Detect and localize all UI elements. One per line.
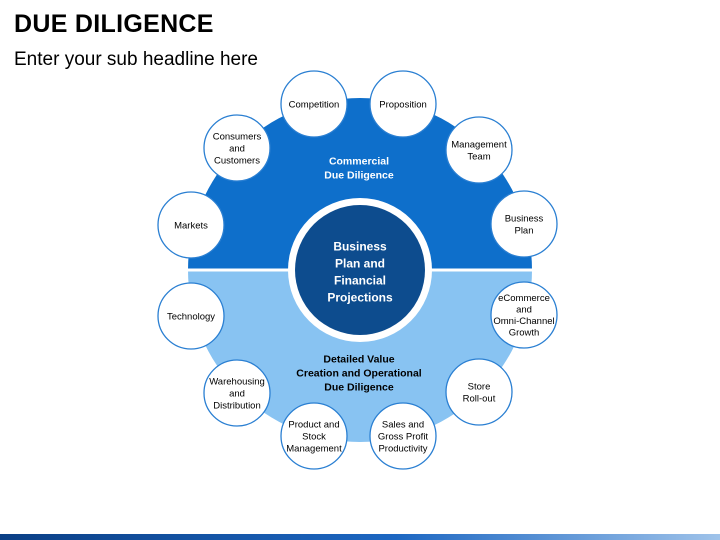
node-circle	[490, 281, 558, 349]
node-circle	[280, 70, 348, 138]
node-label-line: and	[229, 143, 245, 154]
node-circle	[157, 191, 225, 259]
node-label-line: Product and	[288, 419, 339, 430]
node-circle	[280, 402, 348, 470]
node-label-line: Competition	[289, 99, 340, 110]
node-label-line: Omni-Channel	[493, 316, 554, 327]
node-circle	[445, 116, 513, 184]
center-circle	[295, 205, 425, 335]
center-label-line: Projections	[327, 291, 393, 305]
node-label-line: Distribution	[213, 400, 261, 411]
node-label: Markets	[174, 220, 208, 231]
bottom-accent-bar	[0, 534, 720, 540]
node-label: Proposition	[379, 99, 427, 110]
node-label-line: and	[516, 305, 532, 316]
node-label-line: Proposition	[379, 99, 427, 110]
node-label-line: and	[229, 388, 245, 399]
node-label-line: Business	[505, 213, 544, 224]
node-circle	[490, 190, 558, 258]
node-label-line: Customers	[214, 155, 260, 166]
center-label-line: Financial	[334, 274, 386, 288]
operational-due-diligence-half	[188, 270, 532, 442]
page-title: DUE DILIGENCE	[14, 10, 214, 38]
node-competition: Competition	[280, 70, 348, 138]
node-circle	[157, 282, 225, 350]
node-label-line: Stock	[302, 431, 326, 442]
operational-section-label-line: Detailed Value	[323, 354, 394, 366]
node-label-line: eCommerce	[498, 293, 550, 304]
center-label-line: Plan and	[335, 257, 385, 271]
node-label-line: Productivity	[378, 443, 427, 454]
node-label-line: Consumers	[213, 131, 262, 142]
node-label-line: Warehousing	[209, 376, 265, 387]
node-label-line: Management	[286, 443, 342, 454]
node-label-line: Growth	[509, 328, 540, 339]
node-circle	[369, 70, 437, 138]
center-label-line: Business	[333, 240, 387, 254]
commercial-due-diligence-half	[188, 98, 532, 270]
node-circle	[203, 114, 271, 182]
node-label-line: Management	[451, 139, 507, 150]
commercial-section-label-line: Due Diligence	[324, 170, 394, 182]
node-circle	[203, 359, 271, 427]
node-label: Technology	[167, 311, 215, 322]
node-label: Competition	[289, 99, 340, 110]
node-circle	[369, 402, 437, 470]
node-markets: Markets	[157, 191, 225, 259]
node-technology: Technology	[157, 282, 225, 350]
page-subtitle: Enter your sub headline here	[14, 49, 258, 70]
node-proposition: Proposition	[369, 70, 437, 138]
node-label-line: Store	[468, 381, 491, 392]
node-label-line: Markets	[174, 220, 208, 231]
node-label-line: Team	[467, 151, 490, 162]
node-label-line: Roll-out	[463, 393, 496, 404]
node-circle	[445, 358, 513, 426]
operational-section-label-line: Creation and Operational	[296, 368, 422, 380]
node-label-line: Technology	[167, 311, 215, 322]
commercial-section-label-line: Commercial	[329, 156, 389, 168]
node-label-line: Gross Profit	[378, 431, 429, 442]
node-label-line: Sales and	[382, 419, 424, 430]
node-label-line: Plan	[514, 225, 533, 236]
operational-section-label-line: Due Diligence	[324, 382, 394, 394]
